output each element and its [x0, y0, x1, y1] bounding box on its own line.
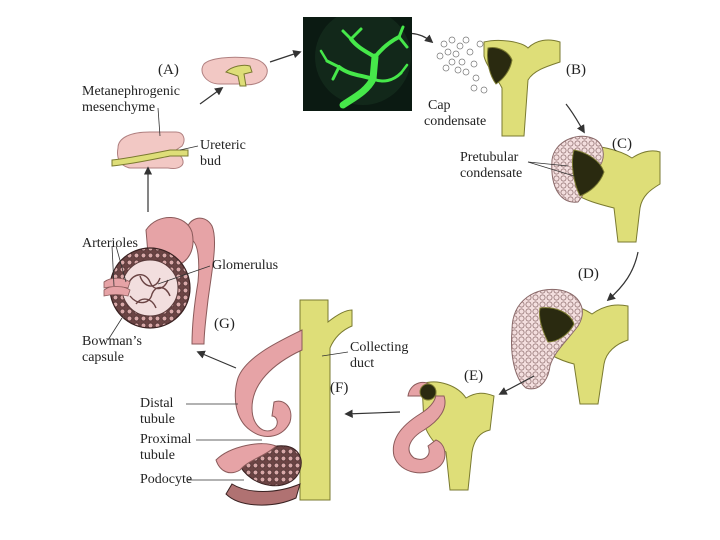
label-arterioles: Arterioles: [82, 236, 138, 252]
stage-label-g: (G): [214, 316, 235, 333]
stage-f-nephron: [216, 300, 352, 505]
stage-label-a: (A): [158, 62, 179, 79]
stage-label-e: (E): [464, 368, 483, 385]
label-pretubular-line2: condensate: [460, 166, 522, 182]
label-cap-condensate: Cap condensate: [424, 98, 486, 130]
stage-a-early-bud: [112, 132, 188, 169]
fluorescent-micrograph: [303, 17, 412, 111]
label-bowmans-line1: Bowman’s: [82, 334, 142, 350]
stage-label-d: (D): [578, 266, 599, 283]
label-distal-line2: tubule: [140, 412, 175, 428]
label-collecting-duct: Collecting duct: [350, 340, 408, 372]
leader-ureteric: [180, 146, 198, 150]
label-ureteric-line2: bud: [200, 154, 246, 170]
stage-label-c: (C): [612, 136, 632, 153]
label-pretubular-condensate: Pretubular condensate: [460, 150, 522, 182]
label-glomerulus: Glomerulus: [212, 258, 278, 274]
label-ureteric-line1: Ureteric: [200, 138, 246, 154]
label-pretubular-line1: Pretubular: [460, 150, 522, 166]
label-metanephrogenic-mesenchyme: Metanephrogenic mesenchyme: [82, 84, 180, 116]
label-collecting-line1: Collecting: [350, 340, 408, 356]
stage-e-s-shaped-body: [393, 382, 494, 490]
label-bowmans-line2: capsule: [82, 350, 142, 366]
label-metanephrogenic-line1: Metanephrogenic: [82, 84, 180, 100]
stage-label-f: (F): [330, 380, 348, 397]
micrograph-branching-icon: [303, 17, 412, 111]
stage-d-comma-body: [512, 289, 628, 404]
stage-a-bud-with-mesenchyme: [202, 57, 267, 86]
label-proximal-tubule: Proximal tubule: [140, 432, 191, 464]
label-podocyte: Podocyte: [140, 472, 192, 488]
label-proximal-line2: tubule: [140, 448, 191, 464]
label-proximal-line1: Proximal: [140, 432, 191, 448]
label-distal-line1: Distal: [140, 396, 175, 412]
label-cap-line2: condensate: [424, 114, 486, 130]
stage-label-b: (B): [566, 62, 586, 79]
label-ureteric-bud: Ureteric bud: [200, 138, 246, 170]
label-metanephrogenic-line2: mesenchyme: [82, 100, 180, 116]
stage-c-pretubular: [552, 136, 660, 242]
label-distal-tubule: Distal tubule: [140, 396, 175, 428]
label-collecting-line2: duct: [350, 356, 408, 372]
label-bowmans-capsule: Bowman’s capsule: [82, 334, 142, 366]
label-cap-line1: Cap: [424, 98, 486, 114]
